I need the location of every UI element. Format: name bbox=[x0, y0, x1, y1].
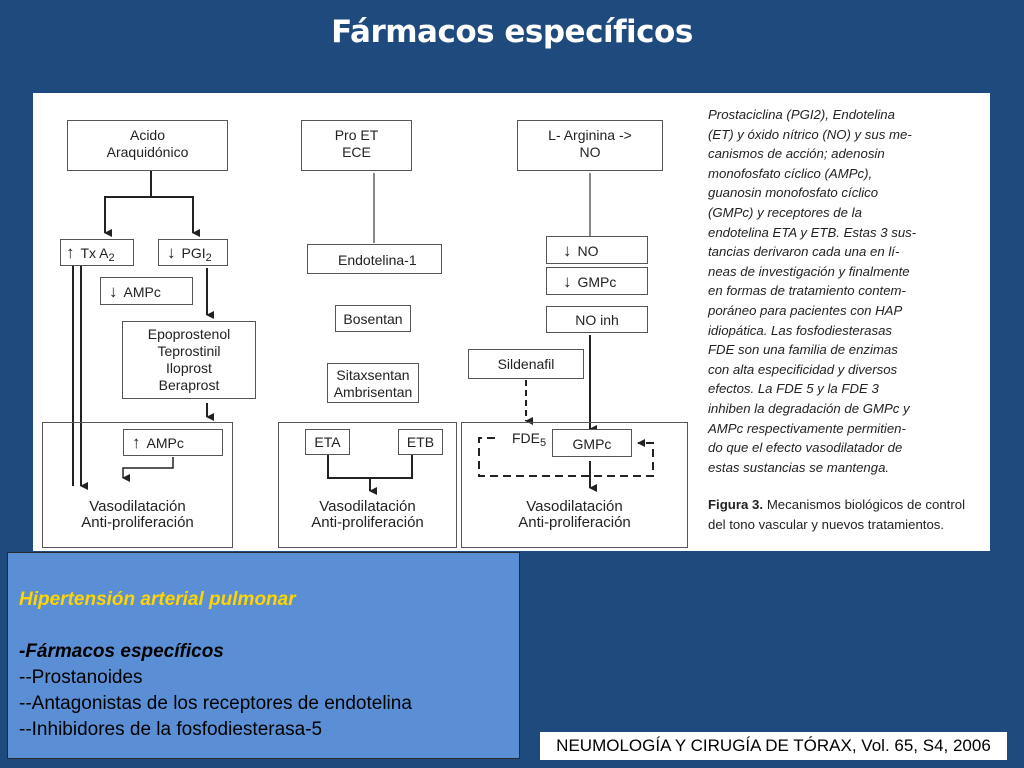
down-arrow-icon: ↓ bbox=[167, 243, 176, 262]
figure-caption: Figura 3. Mecanismos biológicos de contr… bbox=[708, 497, 965, 532]
no-down-box: ↓NO bbox=[546, 236, 648, 264]
endothelin-box: Endotelina-1 bbox=[307, 244, 442, 274]
outcome-vasodilation: Vasodilatación bbox=[319, 498, 416, 515]
arachidonic-acid-box: Acido Araquidónico bbox=[67, 120, 228, 171]
up-arrow-icon: ↑ bbox=[66, 243, 75, 262]
gmpc-down-box: ↓GMPc bbox=[546, 267, 648, 295]
summary-item-endothelin-antagonists: --Antagonistas de los receptores de endo… bbox=[19, 693, 412, 714]
outcome-vasodilation: Vasodilatación bbox=[89, 498, 186, 515]
summary-item-prostanoids: --Prostanoides bbox=[19, 667, 143, 688]
up-arrow-icon: ↑ bbox=[132, 433, 141, 452]
no-outcome-panel: FDE5 GMPc Vasodilatación Anti-proliferac… bbox=[461, 422, 688, 548]
eta-box: ETA bbox=[305, 429, 350, 455]
pgi2-box: ↓PGI2 bbox=[158, 239, 228, 266]
summary-subheading: -Fármacos específicos bbox=[19, 641, 224, 662]
down-arrow-icon: ↓ bbox=[109, 282, 118, 301]
pro-et-box: Pro ET ECE bbox=[301, 120, 412, 171]
down-arrow-icon: ↓ bbox=[563, 272, 572, 291]
figure-description: Prostaciclina (PGI2), Endotelina (ET) y … bbox=[708, 107, 917, 475]
connector-lines bbox=[72, 169, 654, 495]
mechanism-figure: Acido Araquidónico ↑Tx A2 ↓PGI2 ↓AMPc Ep… bbox=[33, 93, 990, 551]
down-arrow-icon: ↓ bbox=[563, 241, 572, 260]
fde5-label: FDE5 bbox=[512, 430, 547, 449]
summary-box: Hipertensión arterial pulmonar -Fármacos… bbox=[7, 552, 520, 759]
figure-label: Figura 3. bbox=[708, 497, 764, 512]
ampc-up-box: ↑AMPc bbox=[123, 429, 223, 456]
sitaxsentan-ambrisentan-box: Sitaxsentan Ambrisentan bbox=[327, 363, 419, 403]
outcome-antiproliferation: Anti-proliferación bbox=[311, 514, 424, 531]
endothelin-outcome-panel: ETA ETB Vasodilatación Anti-proliferació… bbox=[278, 422, 457, 548]
slide-title: Fármacos específicos bbox=[331, 14, 693, 50]
etb-box: ETB bbox=[398, 429, 443, 455]
gmpc-box: GMPc bbox=[552, 429, 632, 457]
summary-heading: Hipertensión arterial pulmonar bbox=[19, 589, 296, 610]
sildenafil-box: Sildenafil bbox=[468, 349, 584, 379]
txa2-box: ↑Tx A2 bbox=[60, 239, 134, 266]
summary-item-pde5-inhibitors: --Inhibidores de la fosfodiesterasa-5 bbox=[19, 719, 323, 740]
bosentan-box: Bosentan bbox=[335, 305, 411, 332]
outcome-antiproliferation: Anti-proliferación bbox=[81, 514, 194, 531]
journal-citation: NEUMOLOGÍA Y CIRUGÍA DE TÓRAX, Vol. 65, … bbox=[540, 732, 1007, 760]
prostanoid-drugs-box: Epoprostenol Teprostinil Iloprost Berapr… bbox=[122, 321, 256, 399]
outcome-vasodilation: Vasodilatación bbox=[526, 498, 623, 515]
l-arginine-box: L- Arginina -> NO bbox=[517, 120, 663, 171]
outcome-antiproliferation: Anti-proliferación bbox=[518, 514, 631, 531]
no-inh-box: NO inh bbox=[546, 306, 648, 333]
ampc-down-box: ↓AMPc bbox=[100, 277, 193, 305]
prostacyclin-outcome-panel: ↑AMPc Vasodilatación Anti-proliferación bbox=[42, 422, 233, 548]
